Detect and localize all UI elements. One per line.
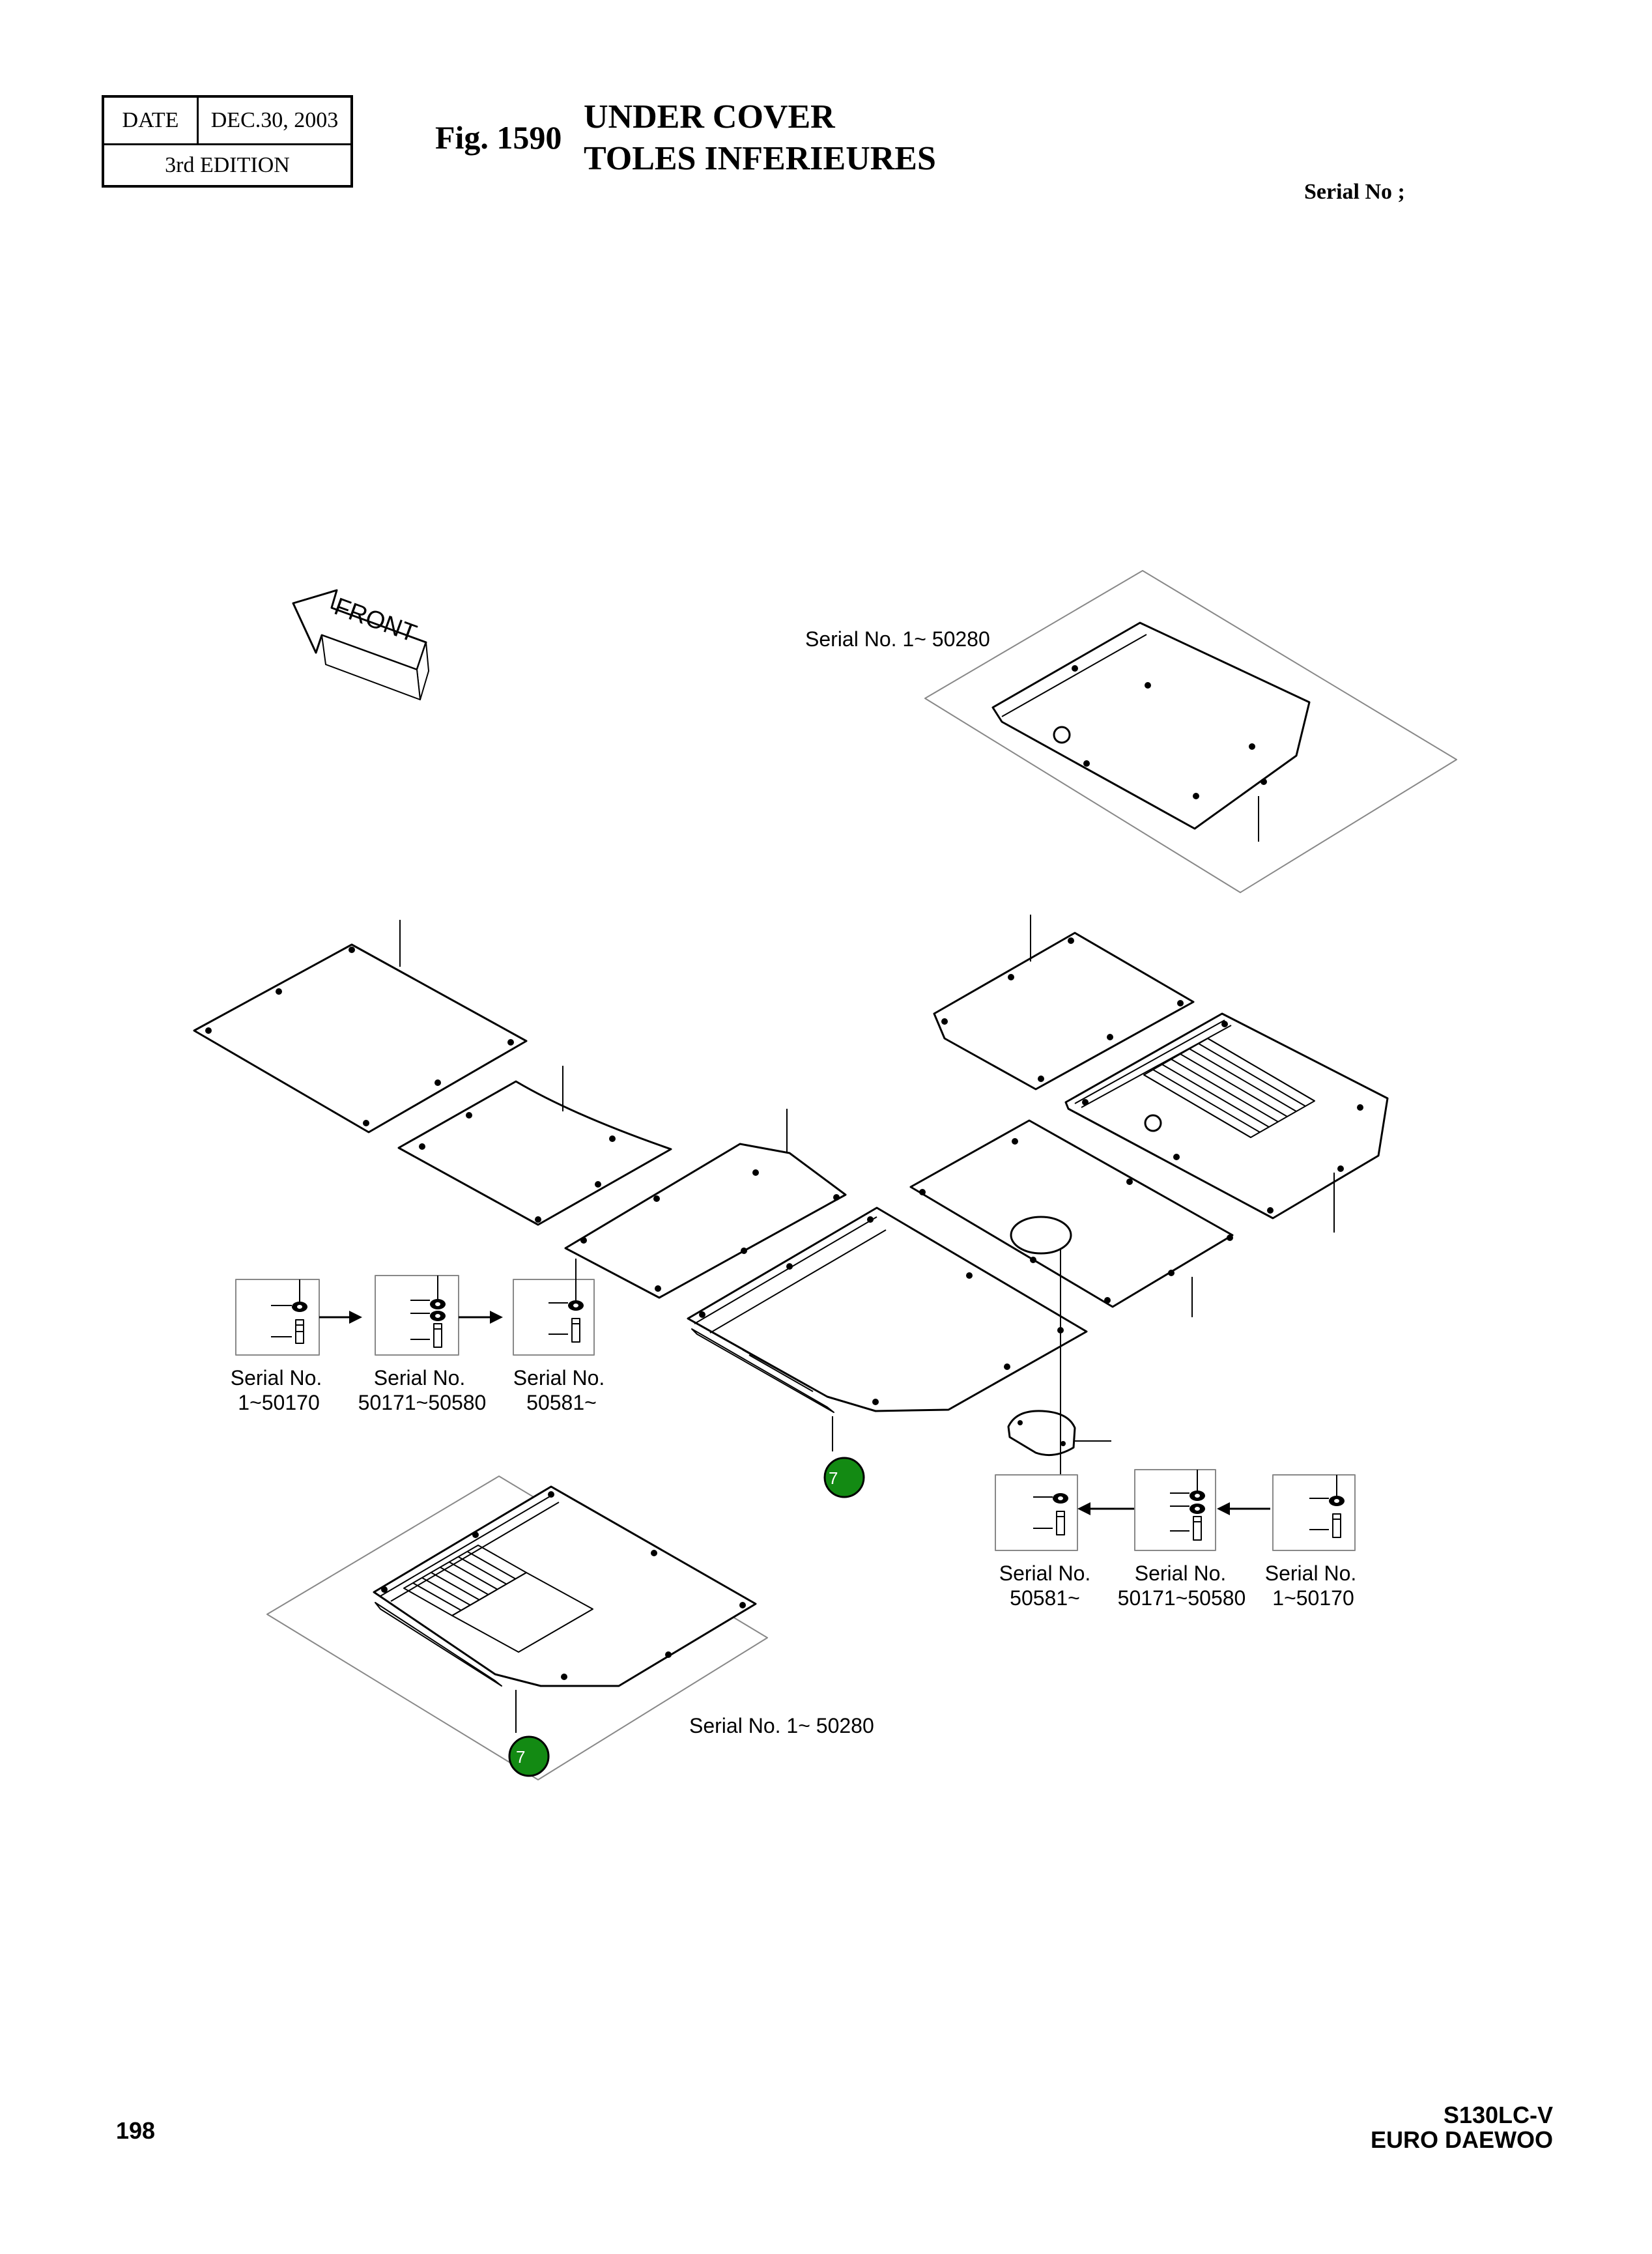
left-seq-1-line2: 1~50170 [238, 1391, 319, 1414]
fastener-box-r3 [1272, 1474, 1356, 1551]
right-seq-2-line2: 50171~50580 [1118, 1586, 1246, 1610]
louver-vents [1143, 1038, 1315, 1138]
lower-variant-label: Serial No. 1~ 50280 [689, 1714, 874, 1737]
right-seq-2-line1: Serial No. [1135, 1562, 1227, 1585]
callout-7-lower: 7 [508, 1735, 550, 1777]
title-english: UNDER COVER [584, 98, 835, 136]
left-fastener-sequence: Serial No. 1~50170 Serial No. 50171~5058… [231, 1259, 605, 1414]
fastener-box-3 [513, 1259, 595, 1356]
manufacturer-name: EURO DAEWOO [1370, 2126, 1553, 2153]
serial-number-header: Serial No ; [1304, 180, 1405, 204]
left-seq-2-line1: Serial No. [374, 1366, 466, 1390]
fastener-box-r2 [1134, 1469, 1216, 1551]
page-number: 198 [116, 2117, 156, 2144]
upper-inset-bolt-holes [1072, 665, 1267, 799]
under-cover-panel-e-louvered [1064, 1012, 1389, 1233]
front-arrow-icon: FRONT [292, 589, 429, 700]
edition-label: 3rd EDITION [165, 153, 290, 177]
callout-7-main: 7 [823, 1457, 865, 1498]
right-seq-3-line2: 1~50170 [1272, 1586, 1354, 1610]
figure-number: Fig. 1590 [435, 119, 562, 156]
callout-7-main-number: 7 [829, 1468, 838, 1488]
left-seq-2-line2: 50171~50580 [358, 1391, 487, 1414]
fastener-box-r1 [995, 1474, 1078, 1551]
callout-7-lower-number: 7 [516, 1747, 525, 1767]
model-name: S130LC-V [1443, 2102, 1553, 2128]
date-label: DATE [104, 98, 199, 143]
right-seq-1-line2: 50581~ [1010, 1586, 1080, 1610]
left-seq-1-line1: Serial No. [231, 1366, 322, 1390]
model-block: S130LC-V EURO DAEWOO [1371, 2103, 1553, 2152]
under-cover-panel-f [909, 1119, 1234, 1317]
lower-inset-louver-vents [403, 1545, 593, 1653]
right-fastener-sequence: Serial No. 50581~ Serial No. 50171~50580… [995, 1469, 1357, 1610]
left-seq-3-line1: Serial No. [513, 1366, 605, 1390]
under-cover-panel-a [193, 920, 528, 1134]
under-cover-panel-c [564, 1109, 847, 1299]
upper-variant-label: Serial No. 1~ 50280 [805, 627, 990, 651]
date-edition-box: DATE DEC.30, 2003 3rd EDITION [102, 95, 353, 188]
upper-variant-inset: Serial No. 1~ 50280 [805, 570, 1457, 893]
left-seq-3-line2: 50581~ [526, 1391, 597, 1414]
date-row: DATE DEC.30, 2003 [104, 98, 350, 145]
under-cover-panel-b [397, 1066, 672, 1226]
fastener-box-1 [235, 1279, 320, 1356]
access-cover-plate [1007, 1248, 1111, 1488]
fastener-box-2 [375, 1275, 459, 1356]
title-french: TOLES INFERIEURES [584, 140, 936, 177]
lower-variant-inset: Serial No. 1~ 50280 [266, 1476, 874, 1780]
under-cover-panel-d [933, 915, 1195, 1091]
right-seq-1-line1: Serial No. [999, 1562, 1091, 1585]
right-seq-3-line1: Serial No. [1265, 1562, 1357, 1585]
date-value: DEC.30, 2003 [210, 108, 339, 132]
under-cover-main-panel [687, 1206, 1088, 1451]
